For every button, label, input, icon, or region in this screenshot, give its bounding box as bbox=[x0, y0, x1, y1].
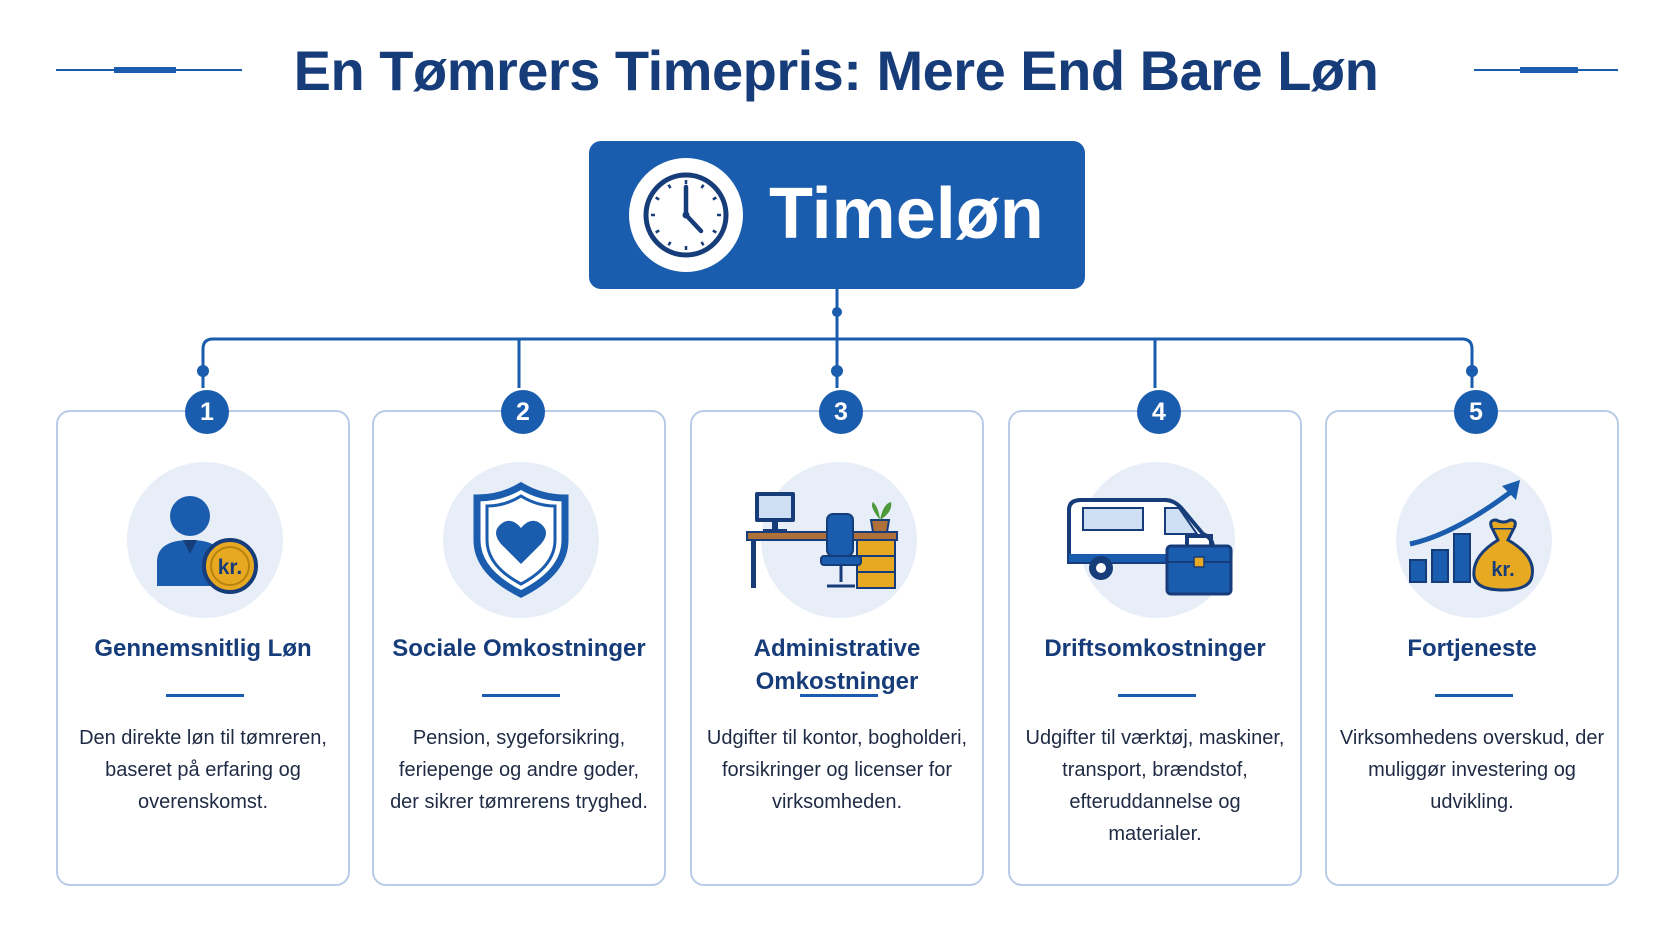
header: En Tømrers Timepris: Mere End Bare Løn bbox=[0, 22, 1672, 122]
clock-tick bbox=[712, 229, 717, 234]
card-title: Fortjeneste bbox=[1407, 635, 1537, 662]
card-title: Driftsomkostninger bbox=[1044, 635, 1266, 662]
icon-circle: kr. bbox=[127, 462, 283, 618]
cost-card-4: 4 Driftsomkostninger Udgifter til værktø… bbox=[1008, 390, 1302, 886]
drawer-cabinet bbox=[856, 539, 896, 589]
card-title: Sociale Omkostninger bbox=[392, 635, 646, 662]
central-box-timelon: Timeløn bbox=[589, 141, 1085, 289]
card-separator bbox=[800, 694, 878, 697]
clock-tick bbox=[712, 196, 717, 201]
card-separator bbox=[1435, 694, 1513, 697]
growth-bar bbox=[1431, 549, 1449, 583]
card-separator bbox=[1118, 694, 1196, 697]
step-number-badge: 4 bbox=[1137, 390, 1181, 434]
clock-tick bbox=[700, 184, 705, 189]
connector-dot bbox=[832, 307, 842, 317]
card-separator bbox=[166, 694, 244, 697]
money-bag-top bbox=[1489, 518, 1517, 529]
card-description: Udgifter til kontor, bogholderi, forsikr… bbox=[706, 727, 968, 813]
person-head bbox=[170, 496, 210, 536]
card-title: Administrative Omkostninger bbox=[753, 635, 921, 695]
card-description: Pension, sygeforsikring, feriepenge og a… bbox=[390, 727, 648, 813]
connector-dot bbox=[831, 365, 843, 377]
card-description: Den direkte løn til tømreren, baseret på… bbox=[79, 727, 327, 813]
step-number-badge: 2 bbox=[501, 390, 545, 434]
decoration-bar bbox=[114, 67, 176, 73]
clock-tick bbox=[667, 184, 672, 189]
monitor-base bbox=[763, 529, 787, 532]
clock-icon-circle bbox=[629, 158, 743, 272]
title-decoration-right bbox=[1474, 67, 1618, 73]
van-hub bbox=[1096, 563, 1106, 573]
connector-dot bbox=[1466, 365, 1478, 377]
growth-arrow-head bbox=[1502, 480, 1520, 500]
van-stripe bbox=[1069, 554, 1213, 562]
toolbox-handle bbox=[1185, 534, 1213, 546]
toolbox-latch bbox=[1193, 556, 1205, 568]
step-number-badge: 3 bbox=[819, 390, 863, 434]
connector-dot bbox=[197, 365, 209, 377]
card-title: Gennemsnitlig Løn bbox=[94, 635, 312, 662]
plant-pot bbox=[869, 519, 891, 533]
plant-leaves bbox=[871, 502, 892, 520]
icon-circle bbox=[1067, 462, 1235, 618]
van-side-window bbox=[1082, 507, 1144, 531]
central-label: Timeløn bbox=[769, 174, 1044, 254]
step-number-badge: 1 bbox=[185, 390, 229, 434]
card-separator bbox=[482, 694, 560, 697]
icon-circle bbox=[443, 462, 599, 618]
cost-card-1: 1 kr. Gennemsnitlig Løn Den direkte løn … bbox=[56, 390, 350, 886]
growth-moneybag-icon: kr. bbox=[1409, 480, 1534, 592]
icon-circle bbox=[746, 462, 917, 618]
growth-arrow bbox=[1409, 486, 1518, 547]
card-description: Udgifter til værktøj, maskiner, transpor… bbox=[1025, 727, 1285, 845]
coin-rim bbox=[210, 546, 250, 586]
desk-top bbox=[746, 531, 898, 541]
heart bbox=[496, 520, 546, 564]
step-number-badge: 5 bbox=[1454, 390, 1498, 434]
chair-back bbox=[826, 513, 854, 557]
clock-tick bbox=[667, 241, 672, 246]
worker-coin-icon: kr. bbox=[157, 496, 258, 594]
connector-bus bbox=[201, 337, 1474, 388]
shield-inner bbox=[485, 494, 557, 586]
growth-bar bbox=[1453, 533, 1471, 583]
toolbox bbox=[1165, 544, 1233, 596]
desk-leg bbox=[751, 540, 756, 588]
money-bag-label: kr. bbox=[1491, 559, 1514, 581]
cost-card-5: 5 kr. Fortjeneste Virksomhedens overskud… bbox=[1325, 390, 1619, 886]
coin-label: kr. bbox=[218, 556, 243, 579]
growth-bar bbox=[1409, 559, 1427, 583]
person-collar bbox=[183, 540, 197, 554]
card-description: Virksomhedens overskud, der muliggør inv… bbox=[1339, 727, 1605, 813]
title-decoration-left bbox=[56, 67, 242, 73]
clock-tick bbox=[655, 229, 660, 234]
van-toolbox-icon bbox=[1067, 498, 1233, 596]
icon-circle: kr. bbox=[1396, 462, 1552, 618]
shield-heart-icon bbox=[473, 481, 569, 598]
monitor-screen bbox=[759, 496, 791, 518]
chair-seat bbox=[820, 555, 862, 566]
office-desk-icon bbox=[746, 492, 898, 589]
clock-tick bbox=[700, 241, 705, 246]
cost-card-2: 2 Sociale Omkostninger Pension, sygefors… bbox=[372, 390, 666, 886]
decoration-bar bbox=[1520, 67, 1578, 73]
page-title: En Tømrers Timepris: Mere End Bare Løn bbox=[293, 39, 1379, 102]
monitor-stand bbox=[772, 522, 778, 530]
clock-icon bbox=[643, 172, 729, 258]
cost-card-3: 3 Administrative Omkostninger Udgifter t… bbox=[690, 390, 984, 886]
money-bag bbox=[1472, 526, 1534, 592]
clock-tick bbox=[655, 196, 660, 201]
